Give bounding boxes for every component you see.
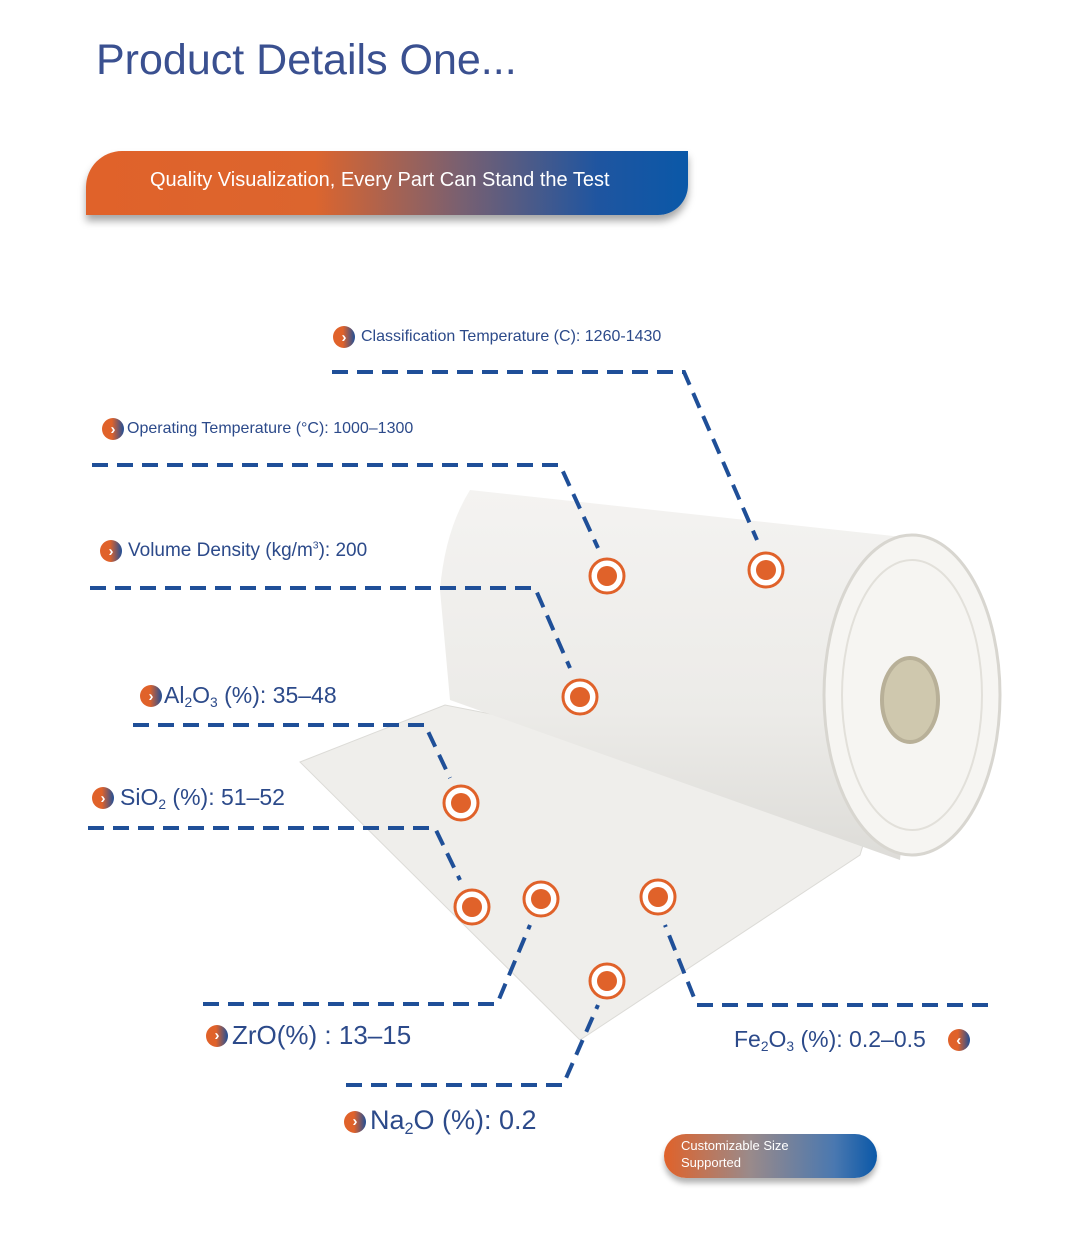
spec-fe2o3: Fe2O3 (%): 0.2–0.5 ‹ — [734, 1026, 976, 1054]
chevron-right-icon: › — [100, 540, 122, 562]
spec-sio2: › SiO2 (%): 51–52 — [92, 784, 285, 812]
paper-roll — [440, 490, 930, 860]
spec-volume-density: › Volume Density (kg/m3): 200 — [100, 540, 367, 562]
chevron-right-icon: › — [333, 326, 355, 348]
roll-core — [880, 656, 940, 744]
spec-zro: › ZrO(%) : 13–15 — [206, 1020, 411, 1051]
chevron-right-icon: › — [140, 685, 162, 708]
banner: Quality Visualization, Every Part Can St… — [86, 151, 688, 215]
marker — [639, 878, 677, 916]
marker — [588, 557, 626, 595]
chevron-right-icon: › — [102, 418, 124, 440]
spec-classification-temperature: › Classification Temperature (C): 1260-1… — [333, 326, 661, 348]
spec-al2o3: › Al2O3 (%): 35–48 — [140, 682, 337, 710]
marker — [588, 962, 626, 1000]
page-title: Product Details One... — [96, 36, 517, 84]
marker — [561, 678, 599, 716]
marker — [453, 888, 491, 926]
marker — [747, 551, 785, 589]
spec-operating-temperature: › Operating Temperature (°C): 1000–1300 — [102, 418, 413, 440]
chevron-right-icon: › — [92, 787, 114, 810]
markers — [442, 551, 785, 1000]
marker — [442, 784, 480, 822]
chevron-right-icon: › — [206, 1024, 228, 1047]
banner-text: Quality Visualization, Every Part Can St… — [150, 169, 610, 191]
leader-lines — [88, 370, 988, 1087]
spec-na2o: › Na2O (%): 0.2 — [344, 1105, 537, 1139]
chevron-left-icon: ‹ — [947, 1029, 970, 1052]
chevron-right-icon: › — [344, 1110, 366, 1133]
marker — [522, 880, 560, 918]
